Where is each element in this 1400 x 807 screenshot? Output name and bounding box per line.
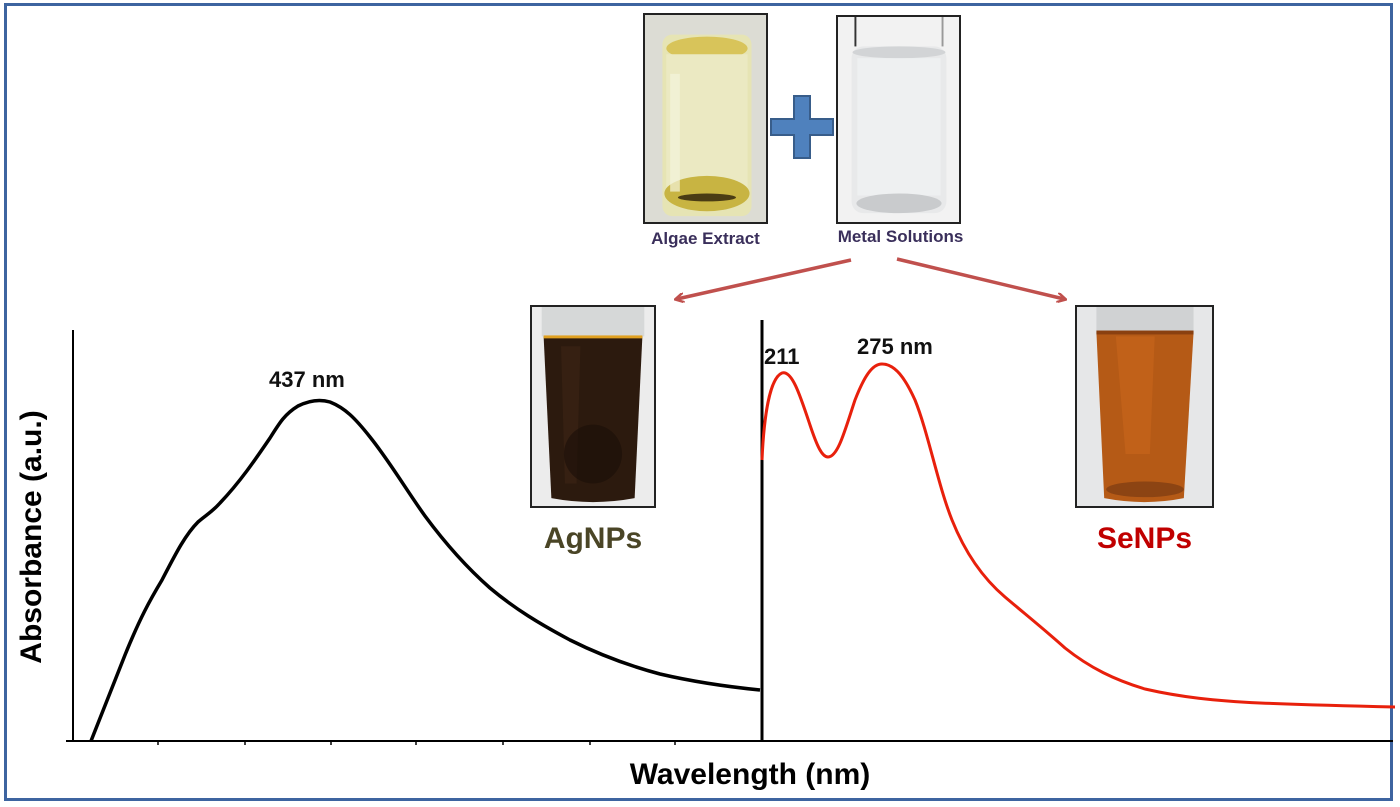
beaker-amber-icon (1077, 307, 1212, 506)
vial-yellow-icon (645, 15, 766, 222)
metal-solutions-label: Metal Solutions (837, 227, 964, 246)
figure-frame (4, 3, 1393, 801)
arrow-to-senps-icon (896, 257, 1064, 299)
senps-label: SeNPs (1096, 522, 1193, 555)
vial-clear-icon (838, 17, 959, 222)
algae-extract-label: Algae Extract (651, 229, 760, 248)
reaction-arrows (677, 257, 1064, 299)
agnps-label: AgNPs (543, 522, 643, 555)
senps-peak1-label: 211 (764, 344, 800, 369)
senps-peak2-label: 275 nm (857, 334, 933, 359)
agnps-photo (530, 305, 656, 508)
agnps-spectrum-line (89, 398, 761, 742)
algae-extract-photo (643, 13, 768, 224)
x-axis-label: Wavelength (nm) (629, 758, 871, 791)
senps-photo (1075, 305, 1214, 508)
senps-spectrum-line (760, 362, 1396, 709)
metal-solutions-photo (836, 15, 961, 224)
arrow-to-agnps-icon (677, 258, 852, 299)
y-axis-label: Absorbance (a.u.) (15, 410, 48, 664)
agnps-peak-label: 437 nm (269, 367, 345, 392)
senps-axes (760, 320, 1393, 742)
agnps-axes (66, 330, 762, 745)
beaker-dark-icon (532, 307, 654, 506)
